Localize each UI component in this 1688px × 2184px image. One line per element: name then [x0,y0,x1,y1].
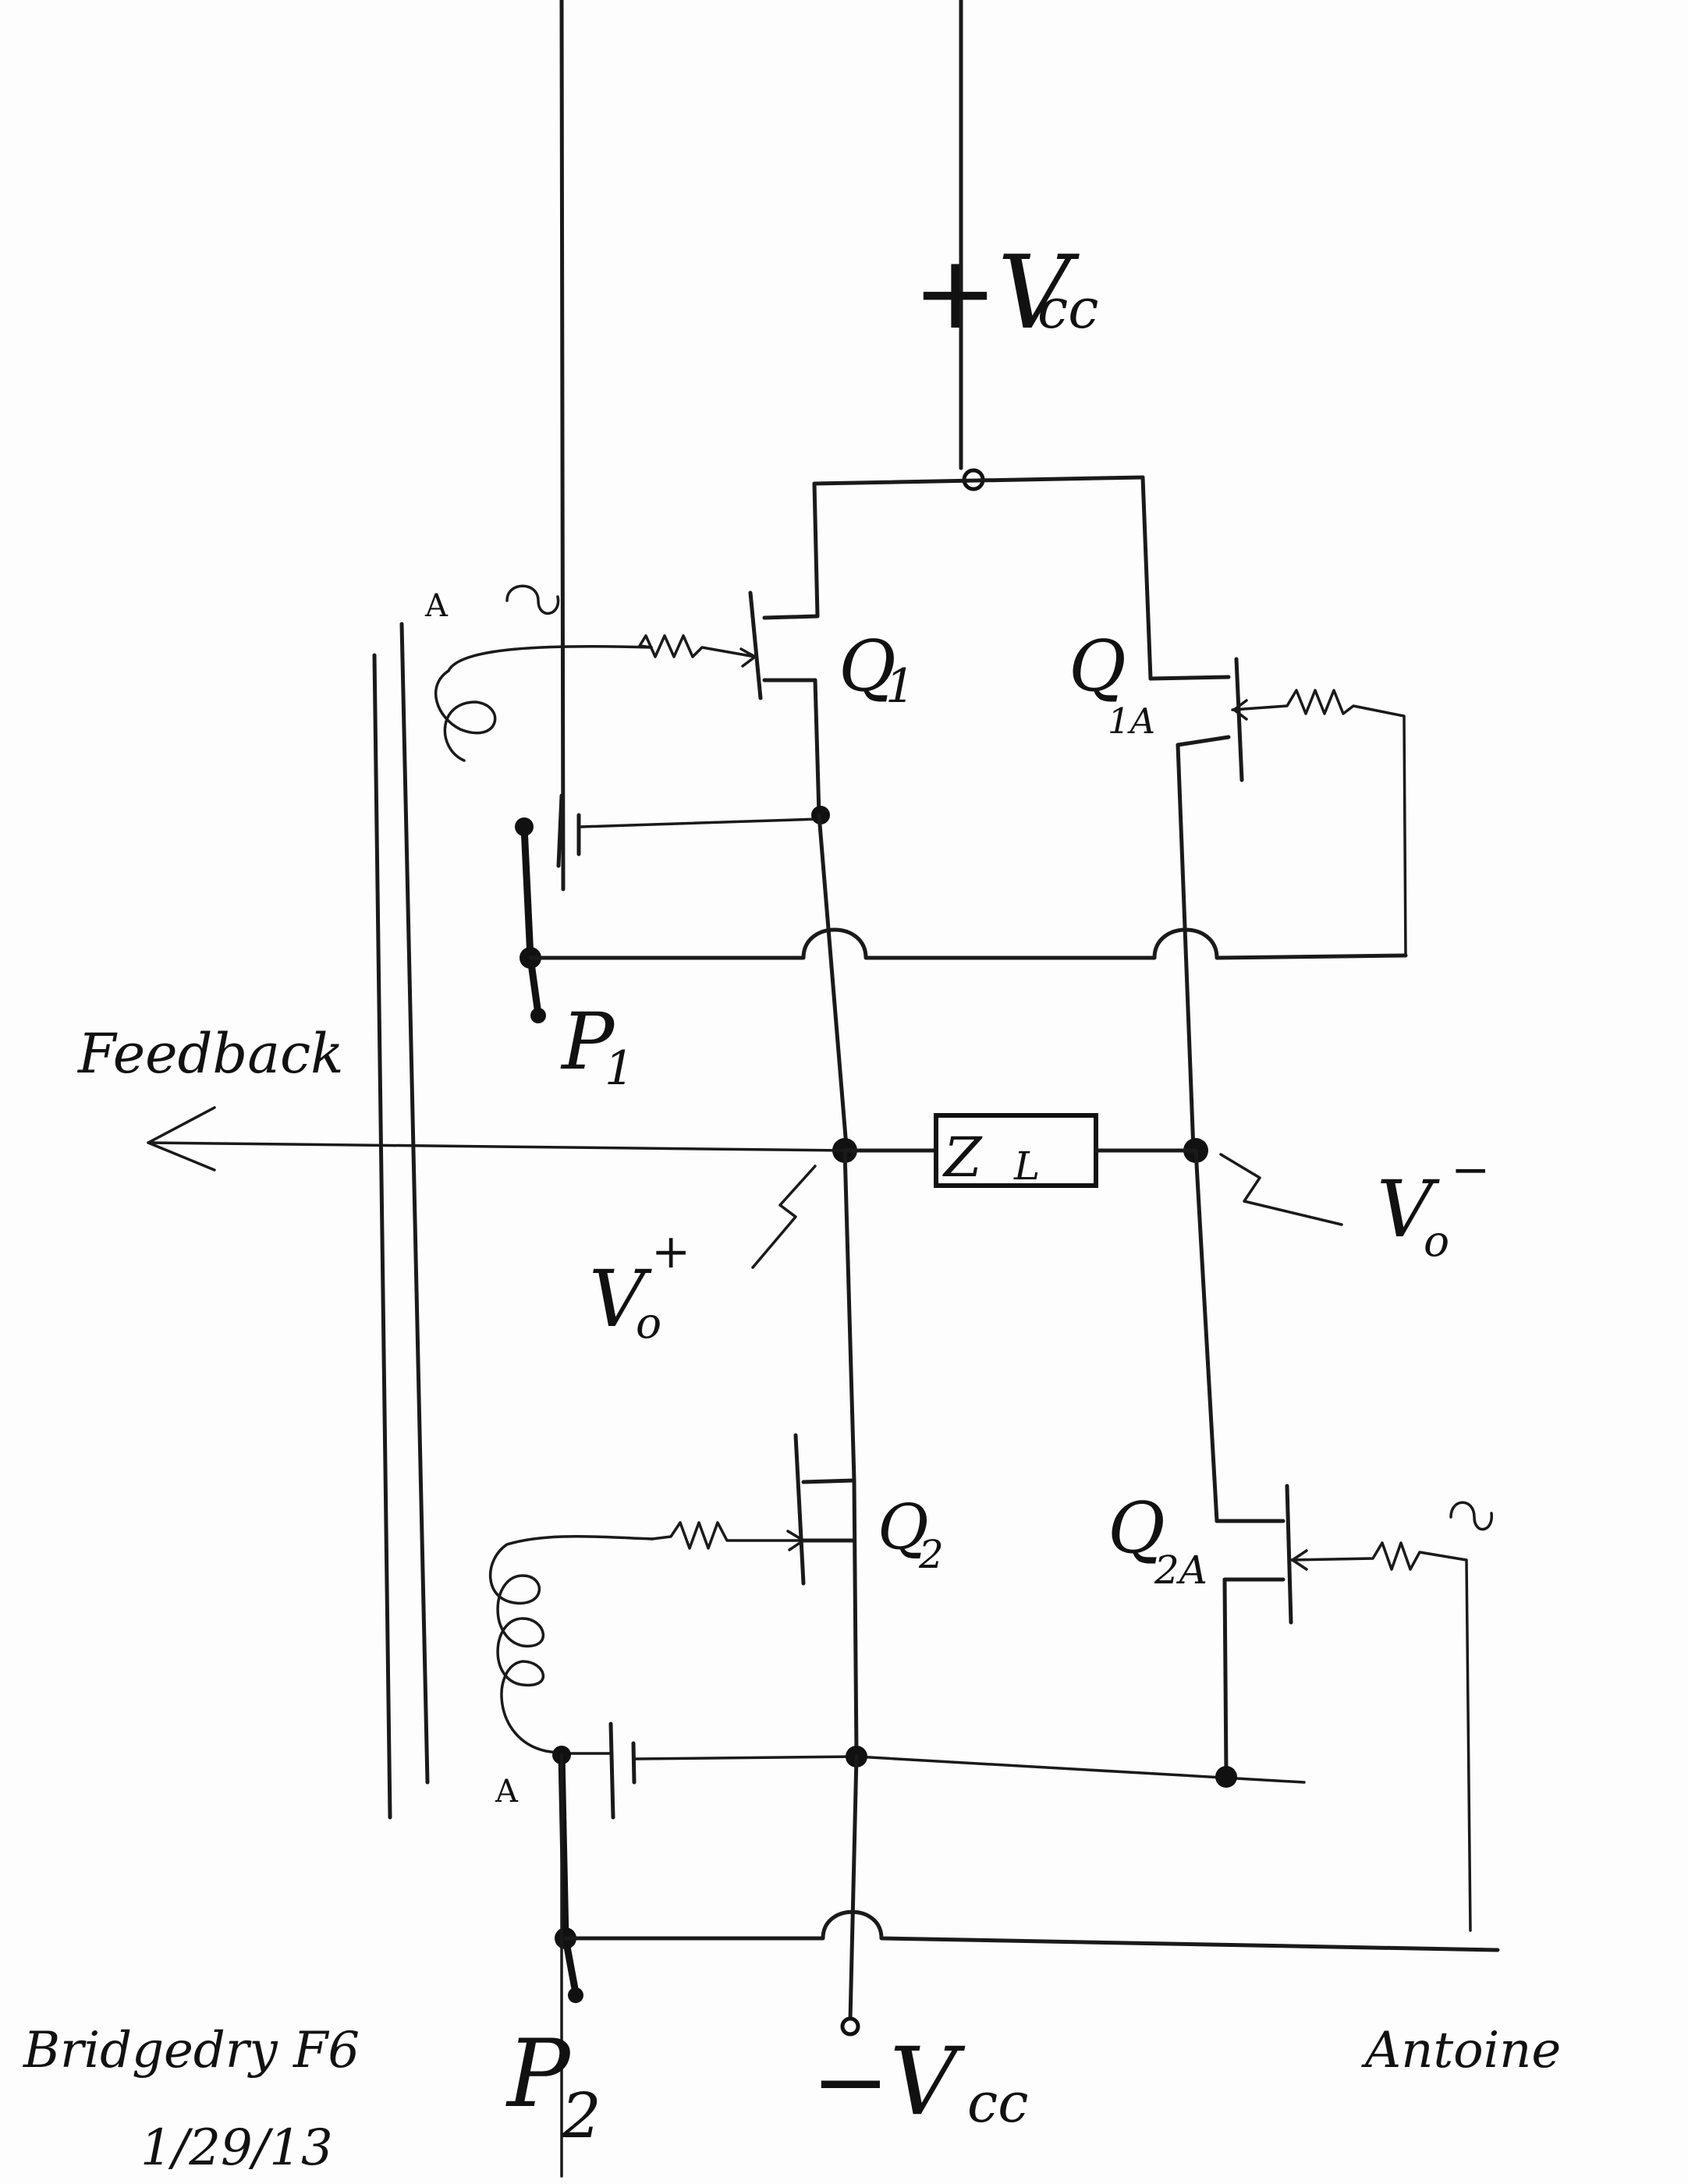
q1-label: Q [839,626,896,707]
q2a-gate-arrow [1291,1549,1308,1571]
feedback-wire [147,1141,846,1152]
output-to-q2a-wire [1193,1148,1219,1523]
q1-to-output-wire [817,813,849,1149]
vo-minus-superscript: − [1451,1143,1490,1197]
transistor-q1 [638,590,821,817]
vcc-negative-subscript: cc [967,2071,1028,2135]
q1-subscript: 1 [885,659,915,714]
battery2-short-plate [631,1741,637,1785]
feedback-arrow [147,1106,216,1172]
q1a-gate-resistor [1231,689,1407,957]
p2-terminal-lead [562,1934,580,1997]
q2-gate-plate [793,1433,806,1586]
p1-subscript: 1 [605,1041,634,1096]
vo-minus-subscript: o [1424,1216,1449,1266]
output-to-q2-wire [842,1148,856,1483]
q2a-subscript: 2A [1154,1548,1207,1593]
q1a-drain-wire [1140,475,1153,681]
load-subscript: L [1013,1143,1040,1189]
p2-label: P [505,2020,572,2129]
bottom-source-rail [855,1755,1306,1784]
q2-drain-stub [801,1478,856,1484]
q2-source-wire [852,1478,859,1757]
q1-drain-wire [812,481,820,619]
battery2-long-plate [608,1721,615,1820]
q1-gate-resistor [638,634,757,658]
primary-coil-top [434,644,653,762]
p2-terminal [568,1987,583,2003]
q1-drain-stub [762,614,820,620]
q2-gate-resistor [651,1521,805,1550]
load-label: Z [942,1126,983,1190]
bottom-bias-battery [560,1721,1306,1820]
p1-crossover-wire [528,927,1408,960]
top-rail [812,475,1145,486]
transistor-q2 [651,1433,859,1757]
p1-terminal-lead [527,954,542,1018]
transformer [372,622,654,1820]
p2-crossover-wire [563,1909,1500,1952]
title-annotation: Bridgedry F6 [23,2022,360,2079]
q1a-gate-arrow [1232,699,1248,721]
transformer-core-line-left [372,653,392,1820]
dot-marker-bottom: A [495,1774,519,1810]
q2-gate-arrow [786,1530,805,1551]
transistor-q1a [1148,657,1407,1153]
dot-marker-top: A [424,588,449,624]
p1-label: P [560,996,615,1087]
battery-wire [580,817,821,828]
transistor-q2a [1215,1484,1472,1932]
battery2-right-wire [634,1755,858,1760]
q1-gate-arrow [739,647,757,668]
q1a-label: Q [1069,626,1126,707]
node-q2a-source [1215,1766,1237,1788]
vcc-negative-label: −V [811,2028,966,2136]
vo-minus-pointer [1219,1153,1343,1226]
q2a-gate-plate [1285,1484,1293,1625]
q1-gate-plate [748,590,763,700]
vcc-positive-subscript: cc [1037,277,1098,341]
battery-long-plate [556,793,564,868]
q2a-label: Q [1108,1487,1165,1569]
vcc-positive-label: +V [913,233,1080,352]
q2a-gate-resistor [1289,1541,1472,1932]
q1a-subscript: 1A [1108,700,1155,742]
q1a-source-stub [1176,735,1231,747]
q1-source-wire [813,678,821,817]
vo-plus-pointer [751,1165,817,1269]
vo-plus-subscript: o [636,1298,661,1348]
q1a-gate-plate [1234,657,1244,782]
feedback-label: Feedback [76,1022,344,1086]
signature: Antoine [1361,2022,1561,2079]
vo-plus-label: V [589,1253,652,1345]
p1-terminal [530,1008,546,1023]
p1-lead [520,823,534,962]
q2-label: Q [878,1491,929,1563]
q1a-source-wire [1176,743,1196,1153]
vcc-negative-wire [848,1754,859,2023]
vo-plus-superscript: + [651,1225,690,1279]
top-bias-battery [556,0,821,892]
primary-coil-bottom [489,1535,654,1755]
ac-source-icon-bottom [1449,1501,1493,1531]
p2-subscript: 2 [561,2079,601,2152]
vo-minus-label: V [1377,1164,1440,1255]
date-annotation: 1/29/13 [140,2119,333,2177]
vcc-negative-terminal [840,2016,860,2037]
q2a-source-wire [1222,1577,1229,1777]
transformer-core-line-right [399,622,430,1785]
ac-source-icon-top [505,584,560,615]
q2-subscript: 2 [918,1532,944,1577]
q1a-drain-stub [1148,675,1231,681]
battery-plate [559,0,566,892]
